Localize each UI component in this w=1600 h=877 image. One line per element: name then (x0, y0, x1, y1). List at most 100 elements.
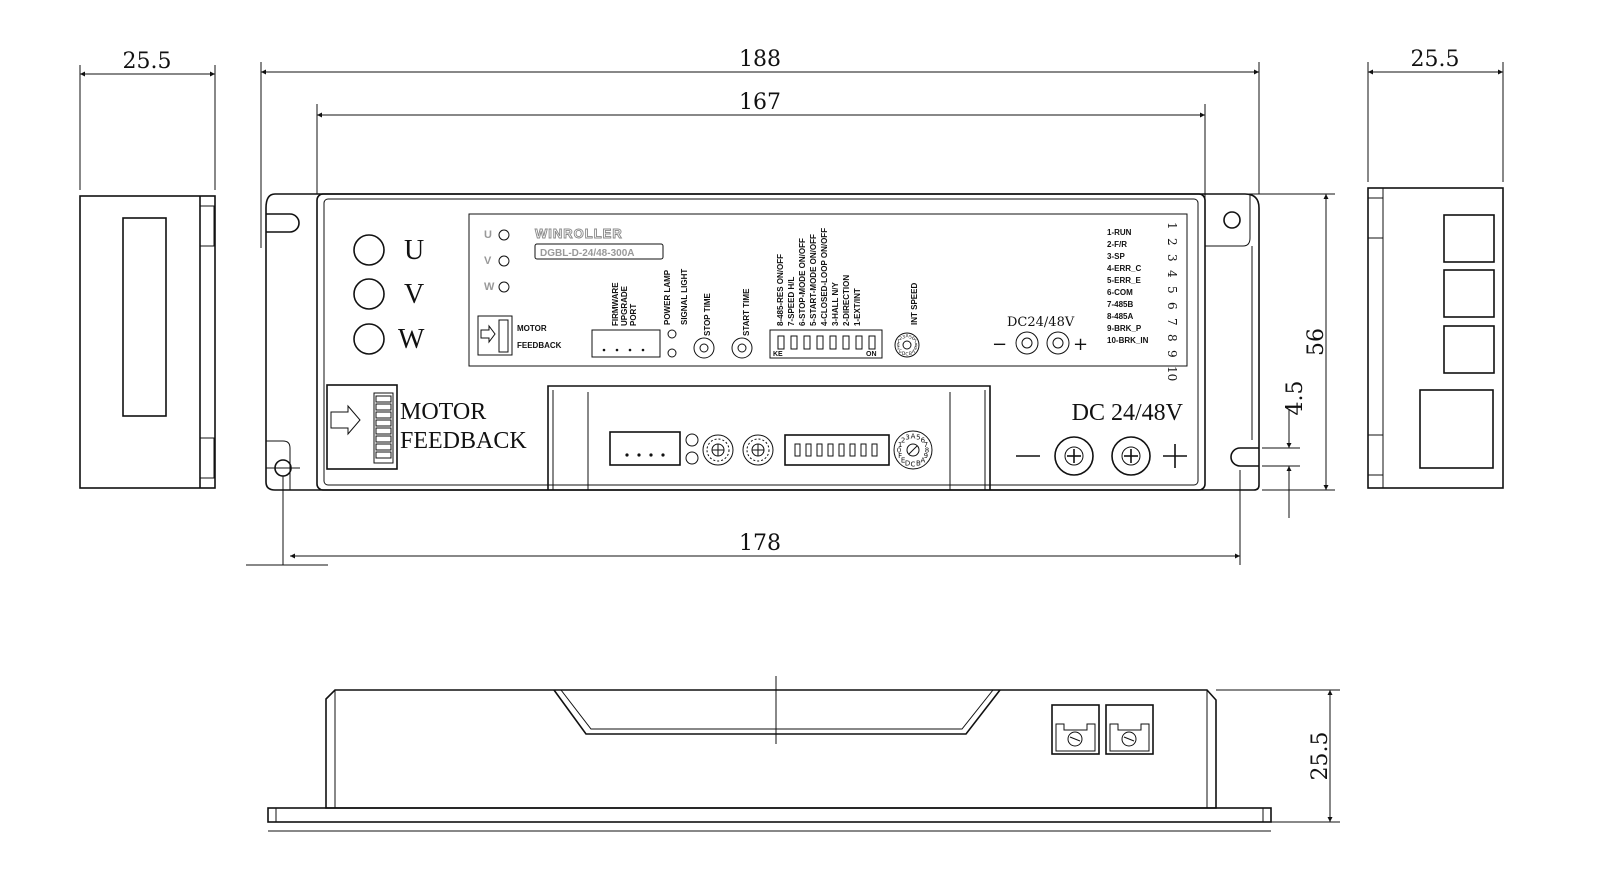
upgrade-label: UPGRADE (620, 285, 629, 326)
rotary-digit: 1 (898, 441, 902, 449)
svg-text:5-START-MODE ON/OFF: 5-START-MODE ON/OFF (809, 234, 818, 326)
label-plate (468, 213, 1188, 367)
rotary-digit: 6 (921, 437, 926, 445)
dip-labels: 8-485-RES ON/OFF 7-SPEED H/L 6-STOP-MODE… (776, 228, 862, 326)
rotary-digit: C (911, 460, 916, 468)
feedback-label: FEEDBACK (400, 428, 527, 454)
plate-rotary-digit: C (905, 352, 908, 358)
rotary-digit: A (911, 432, 916, 440)
left-end-view: 25.5 (79, 49, 216, 489)
stop-time-pot (702, 434, 734, 466)
plate-rotary-digit: D (902, 351, 906, 357)
svg-text:6-COM: 6-COM (1107, 288, 1133, 297)
rotary-digit: 7 (924, 441, 928, 449)
terminal-list: 1-RUN 2-F/R 3-SP 4-ERR_C 5-ERR_E 6-COM 7… (1107, 228, 1149, 345)
plate-rotary-digit: A (905, 334, 909, 340)
dim-slot: 4.5 (1283, 381, 1308, 416)
svg-text:7: 7 (1165, 318, 1179, 326)
rotary-digit: D (905, 459, 910, 467)
svg-text:6-STOP-MODE ON/OFF: 6-STOP-MODE ON/OFF (798, 238, 807, 326)
phase-u-label: U (404, 235, 424, 266)
svg-text:3-SP: 3-SP (1107, 252, 1125, 261)
svg-text:7-SPEED H/L: 7-SPEED H/L (787, 277, 796, 326)
dim-height: 56 (1304, 328, 1329, 356)
port-label: PORT (629, 304, 638, 326)
svg-text:9: 9 (1165, 350, 1179, 358)
int-speed-label: INT SPEED (910, 283, 919, 325)
firmware-label: FIRMWARE (611, 282, 620, 326)
rotary-digit: 0 (897, 446, 901, 454)
svg-text:2-F/R: 2-F/R (1107, 240, 1127, 249)
rotary-digit: 2 (901, 437, 905, 445)
rotary-digit: 5 (916, 434, 920, 442)
rotary-switch (893, 430, 933, 470)
plate-dc-label: DC24/48V (1007, 315, 1075, 330)
svg-text:8: 8 (1165, 334, 1179, 342)
plate-rotary-digit: 6 (912, 336, 915, 342)
right-end-view: 25.5 (1367, 47, 1504, 489)
plate-rotary-digit: F (897, 346, 900, 352)
height-dimensions: 56 4.5 (1210, 193, 1335, 518)
svg-text:5: 5 (1165, 286, 1179, 294)
top-dimensions: 188 167 (260, 47, 1260, 248)
stop-time-label: STOP TIME (703, 293, 712, 336)
plate-rotary-digit: 7 (914, 339, 917, 345)
plate-rotary-digit: 9 (914, 346, 917, 352)
mount-dimension: 178 (246, 470, 1241, 566)
plate-rotary-digit: 3 (902, 334, 905, 340)
rotary-digit: 9 (924, 452, 928, 460)
dip-on-label: ON (866, 351, 877, 358)
model-number: DGBL-D-24/48-300A (540, 248, 634, 259)
plate-rotary-digit: 2 (899, 336, 902, 342)
phase-w-label: W (398, 324, 425, 355)
svg-text:3-HALL N/Y: 3-HALL N/Y (831, 281, 840, 326)
plate-w: W (484, 281, 495, 293)
dip-ke-label: KE (773, 351, 783, 358)
front-view: U V W MOTOR FEEDBACK (265, 193, 1260, 491)
plate-rotary-digit: 0 (897, 343, 900, 349)
rotary-digit: 8 (925, 446, 929, 454)
side-view: 25.5 (267, 676, 1340, 832)
start-time-label: START TIME (742, 288, 751, 336)
svg-text:9-BRK_P: 9-BRK_P (1107, 324, 1142, 333)
plate-minus: − (992, 334, 1007, 355)
pin-numbers: 1 2 3 4 5 6 7 8 9 10 (1165, 222, 1179, 381)
start-time-pot (742, 434, 774, 466)
brand-logo: WINROLLER (535, 226, 623, 241)
svg-text:5-ERR_E: 5-ERR_E (1107, 276, 1141, 285)
plate-motor: MOTOR (517, 324, 547, 333)
svg-text:2-DIRECTION: 2-DIRECTION (842, 275, 851, 326)
plate-rotary-digit: B (909, 351, 912, 357)
plate-feedback: FEEDBACK (517, 341, 562, 350)
plate-v: V (484, 255, 492, 267)
svg-text:7-485B: 7-485B (1107, 300, 1133, 309)
dim-inner-length: 167 (739, 90, 781, 115)
svg-text:4-ERR_C: 4-ERR_C (1107, 264, 1141, 273)
power-lamp-label: POWER LAMP (663, 269, 672, 325)
plate-rotary-digit: E (899, 349, 902, 355)
dip-switch (784, 434, 890, 466)
plate-u: U (484, 229, 492, 241)
plate-rotary-digit: 1 (897, 339, 900, 345)
plate-rotary-digit: A (912, 349, 916, 355)
dim-side-height: 25.5 (1308, 732, 1333, 781)
svg-text:1-RUN: 1-RUN (1107, 228, 1132, 237)
svg-text:8-485A: 8-485A (1107, 312, 1133, 321)
svg-text:10-BRK_IN: 10-BRK_IN (1107, 336, 1149, 345)
svg-text:4-CLOSED-LOOP ON/OFF: 4-CLOSED-LOOP ON/OFF (820, 228, 829, 326)
rotary-digit: A (921, 456, 926, 464)
svg-text:2: 2 (1165, 238, 1179, 246)
dim-total-length: 188 (739, 47, 781, 72)
plate-plus: + (1073, 334, 1088, 355)
phase-v-label: V (404, 279, 424, 310)
rotary-digit: E (901, 456, 905, 464)
svg-text:8-485-RES ON/OFF: 8-485-RES ON/OFF (776, 254, 785, 326)
feedback-pins (375, 395, 392, 459)
svg-text:1: 1 (1165, 222, 1179, 230)
dim-right-width: 25.5 (1411, 47, 1460, 72)
svg-text:10: 10 (1165, 366, 1179, 381)
svg-text:3: 3 (1165, 254, 1179, 262)
dim-left-width: 25.5 (123, 49, 172, 74)
svg-text:4: 4 (1165, 270, 1179, 278)
power-label: DC 24/48V (1072, 400, 1184, 426)
